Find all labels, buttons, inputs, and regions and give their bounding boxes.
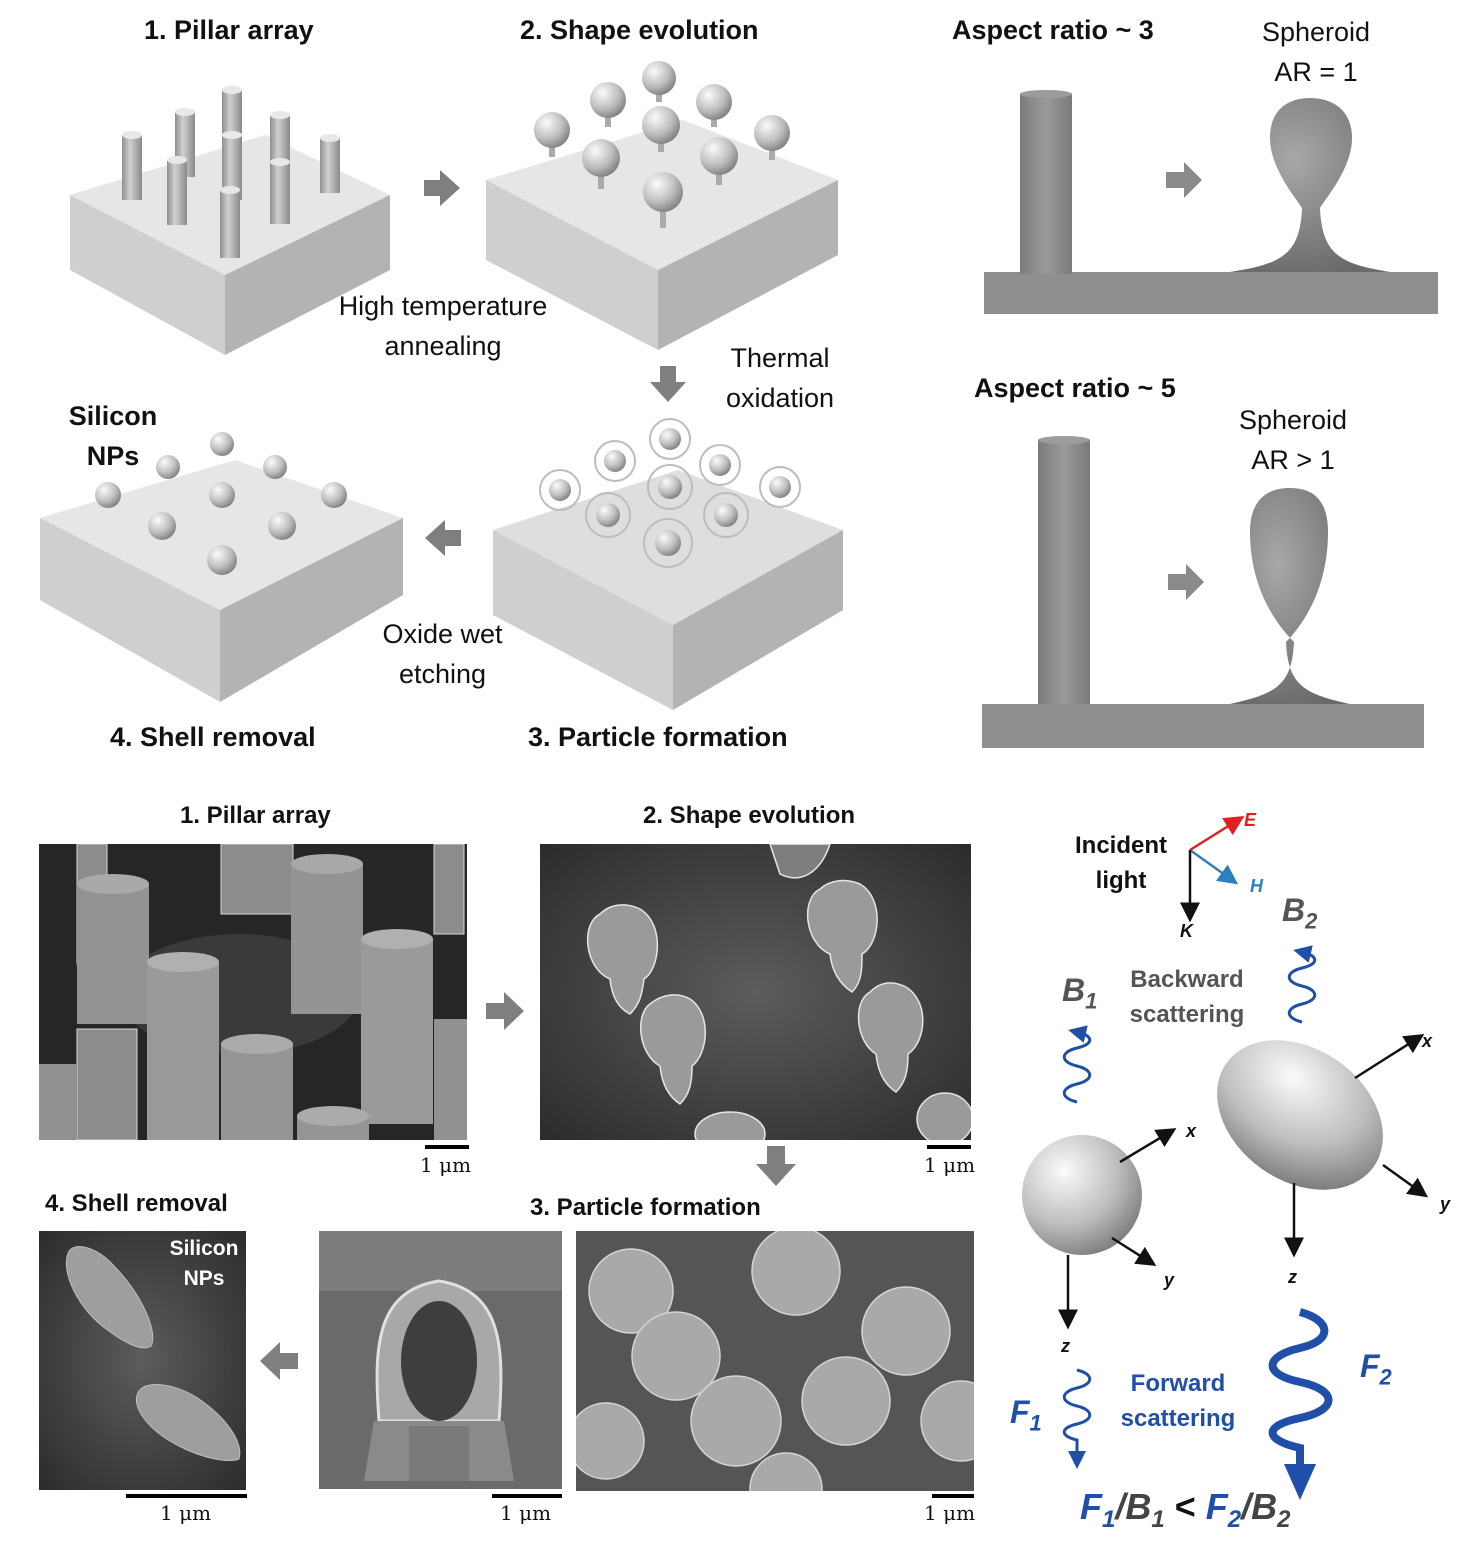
k-label: K — [1180, 921, 1195, 941]
ar5-pillar-to-spheroid — [982, 436, 1424, 748]
ar5-title: Aspect ratio ~ 5 — [974, 373, 1176, 403]
scale-bar — [425, 1145, 469, 1149]
scale-bar — [927, 1145, 971, 1149]
sem-step1-title: 1. Pillar array — [180, 802, 331, 829]
h-label: H — [1250, 876, 1264, 896]
ellipsoid-z-label: z — [1287, 1267, 1297, 1287]
shell-removal-block — [40, 432, 403, 702]
scale-bar — [492, 1494, 562, 1498]
sem-shape-evolution-image — [540, 844, 971, 1140]
scale-label-2: 1 μm — [924, 1153, 976, 1177]
schematic-step4-title: 4. Shell removal — [110, 722, 316, 752]
f1-label: F1 — [1010, 1394, 1042, 1436]
ellipsoid-y-label: y — [1439, 1194, 1451, 1214]
b1-label: B1 — [1062, 972, 1098, 1014]
ellipsoid-x-label: x — [1421, 1031, 1433, 1051]
sem-arrow-right-icon — [486, 992, 524, 1030]
ar3-pillar-to-spheroid — [984, 90, 1438, 314]
shape-evolution-block — [486, 61, 838, 350]
particle-formation-block — [493, 418, 843, 710]
scale-label-4: 1 μm — [160, 1501, 212, 1525]
sphere-y-label: y — [1163, 1270, 1175, 1290]
sem-arrow-left-icon — [260, 1342, 298, 1380]
sphere-x-label: x — [1185, 1121, 1197, 1141]
ar3-title: Aspect ratio ~ 3 — [952, 15, 1154, 45]
sem-step3-title: 3. Particle formation — [530, 1194, 761, 1221]
f2-label: F2 — [1360, 1348, 1392, 1390]
arrow-left-icon — [425, 520, 461, 556]
sem-particle-array-image — [576, 1231, 974, 1491]
sem-step4-title: 4. Shell removal — [45, 1190, 228, 1217]
b2-label: B2 — [1282, 892, 1318, 934]
schematic-step2-title: 2. Shape evolution — [520, 15, 759, 45]
sem-particle-closeup-image — [319, 1231, 562, 1489]
pillar-array-block — [70, 86, 390, 355]
sem-arrow-down-icon — [756, 1146, 796, 1186]
schematic-step3-title: 3. Particle formation — [528, 722, 788, 752]
schematic-step1-title: 1. Pillar array — [144, 15, 314, 45]
sphere-z-label: z — [1060, 1336, 1070, 1356]
scale-bar — [932, 1494, 974, 1498]
e-label: E — [1244, 810, 1257, 830]
arrow-right-icon — [424, 170, 460, 206]
sem-shell-removal-image — [39, 1231, 246, 1490]
sem-step2-title: 2. Shape evolution — [643, 802, 856, 829]
scale-label-3a: 1 μm — [500, 1501, 552, 1525]
arrow-down-icon — [650, 366, 686, 402]
scale-label-1: 1 μm — [420, 1153, 472, 1177]
scale-label-3b: 1 μm — [924, 1501, 976, 1525]
sem-pillar-array-image — [39, 844, 467, 1140]
scale-bar — [126, 1494, 247, 1498]
scattering-diagram: K E H x y z x y z — [1022, 810, 1451, 1500]
ratio-formula: F1/B1 < F2/B2 — [1080, 1486, 1291, 1534]
